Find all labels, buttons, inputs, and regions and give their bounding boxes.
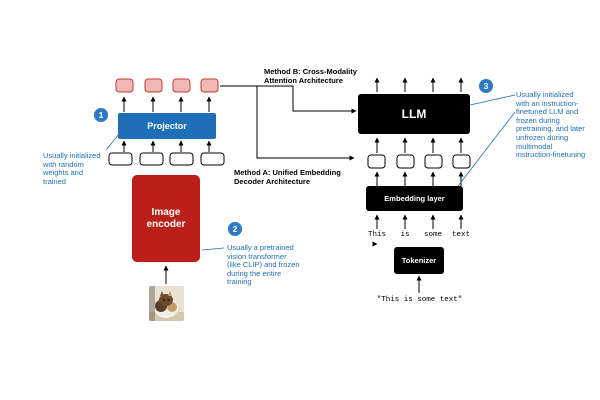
encoder-token	[139, 152, 164, 166]
embedding-token	[396, 154, 415, 169]
encoder-token-up-arrows	[121, 140, 212, 152]
callout-line-3a	[469, 94, 516, 106]
badge-3: 3	[479, 79, 493, 93]
projector-box: Projector	[118, 113, 216, 139]
output-token	[172, 78, 191, 93]
note-projector: Usually initialized with random weights …	[43, 151, 101, 186]
tokenizer-label: Tokenizer	[401, 256, 437, 265]
note-image-encoder: Usually a pretrained vision transformer …	[227, 243, 300, 287]
text-token: This	[367, 231, 386, 239]
projector-label: Projector	[147, 121, 187, 131]
text-token: is	[400, 231, 410, 239]
badge-2: 2	[228, 222, 242, 236]
method-b-label: Method B: Cross-Modality Attention Archi…	[264, 67, 357, 85]
input-text: "This is some text"	[376, 296, 463, 304]
embedding-layer-up-arrows	[374, 171, 464, 186]
embedding-tokens	[367, 154, 471, 169]
output-token	[200, 78, 219, 93]
callout-line-3b	[454, 111, 516, 191]
output-token	[115, 78, 134, 93]
tokenizer-box: Tokenizer	[394, 247, 444, 274]
embedding-layer-label: Embedding layer	[384, 194, 445, 203]
encoder-output-tokens	[108, 152, 225, 166]
callout-line-1	[105, 133, 120, 151]
callout-line-2	[201, 247, 225, 251]
llm-box: LLM	[358, 94, 470, 134]
encoder-token	[200, 152, 225, 166]
cat-photo	[149, 286, 184, 321]
embedding-token-up-arrows	[374, 137, 464, 153]
encoder-token	[108, 152, 133, 166]
method-b-connector	[220, 85, 357, 114]
method-a-label: Method A: Unified Embedding Decoder Arch…	[234, 168, 341, 186]
note-llm: Usually initialized with an instruction-…	[516, 90, 586, 160]
embedding-token	[424, 154, 443, 169]
output-token	[144, 78, 163, 93]
embedding-layer-box: Embedding layer	[366, 186, 463, 211]
embedding-token	[367, 154, 386, 169]
text-token-up-arrows	[374, 214, 464, 229]
text-token: some	[423, 231, 442, 239]
encoder-token	[169, 152, 194, 166]
image-encoder-box: Image encoder	[132, 175, 200, 262]
image-encoder-label: Image encoder	[146, 206, 186, 230]
llm-output-arrows	[374, 77, 464, 92]
embedding-token	[452, 154, 471, 169]
projector-output-tokens	[115, 78, 219, 93]
method-a-connector	[256, 86, 355, 161]
text-token: text	[451, 231, 470, 239]
projector-up-arrows	[121, 96, 212, 112]
badge-1: 1	[94, 108, 108, 122]
llm-label: LLM	[401, 107, 427, 121]
